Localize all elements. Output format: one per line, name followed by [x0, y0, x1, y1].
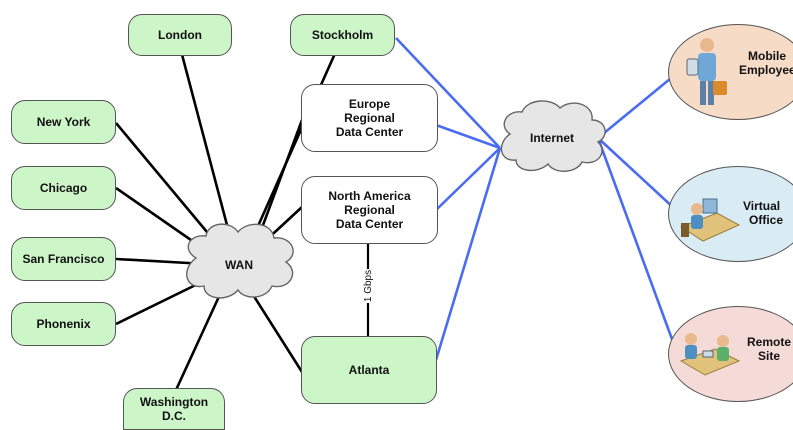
north-america-data-center[interactable]: North America Regional Data Center — [301, 176, 438, 244]
link-internet-mobile — [597, 72, 677, 140]
site-san-francisco-label: San Francisco — [22, 252, 105, 266]
internet-label: Internet — [529, 131, 574, 145]
virtual-office-icon — [679, 198, 741, 242]
site-washington-label-line1: Washington — [139, 395, 209, 409]
europe-dc-line1: Europe — [348, 97, 391, 111]
virtual-office-label: Virtual Office — [743, 199, 784, 227]
europe-dc-line3: Data Center — [335, 125, 404, 139]
link-europe-wan — [254, 119, 304, 245]
europe-data-center[interactable]: Europe Regional Data Center — [301, 84, 438, 152]
site-new-york[interactable]: New York — [11, 100, 116, 144]
site-washington-label-line2: D.C. — [162, 409, 186, 423]
site-stockholm[interactable]: Stockholm — [290, 14, 395, 56]
site-san-francisco[interactable]: San Francisco — [11, 237, 116, 281]
remote-site-icon — [679, 333, 741, 376]
wan-label: WAN — [225, 258, 253, 272]
link-speed-label: 1 Gbps — [363, 269, 375, 303]
link-newyork-wan — [115, 122, 223, 251]
link-internet-remote — [596, 137, 678, 351]
virtual-office-node[interactable]: Virtual Office — [668, 166, 793, 262]
internet-cloud — [500, 100, 606, 172]
site-london[interactable]: London — [128, 14, 232, 56]
site-stockholm-label: Stockholm — [311, 28, 374, 42]
site-london-label: London — [158, 28, 202, 42]
site-chicago-label: Chicago — [39, 181, 88, 195]
site-phoenix[interactable]: Phonenix — [11, 302, 116, 346]
site-atlanta[interactable]: Atlanta — [301, 336, 437, 404]
link-washington-wan — [174, 289, 224, 391]
site-chicago[interactable]: Chicago — [11, 166, 116, 210]
na-dc-line2: Regional — [344, 203, 395, 217]
mobile-employee-icon — [686, 38, 727, 105]
europe-dc-line2: Regional — [344, 111, 395, 125]
wan-links — [115, 46, 370, 391]
site-washington-dc[interactable]: Washington D.C. — [123, 388, 225, 430]
remote-site-label: Remote Site — [746, 335, 791, 363]
link-london-wan — [178, 46, 234, 245]
na-dc-line1: North America — [328, 189, 411, 203]
mobile-employee-node[interactable]: Mobile Employee — [668, 24, 793, 120]
remote-site-node[interactable]: Remote Site — [668, 306, 793, 402]
link-atlanta-internet — [434, 147, 502, 361]
link-stockholm-internet — [395, 37, 501, 149]
mobile-employee-label: Mobile Employee — [739, 49, 793, 77]
link-northamerica-internet — [435, 147, 501, 211]
site-new-york-label: New York — [36, 115, 91, 129]
wan-cloud — [186, 223, 294, 299]
site-phoenix-label: Phonenix — [36, 317, 91, 331]
na-dc-line3: Data Center — [335, 217, 404, 231]
link-internet-virtual — [597, 137, 677, 211]
link-atlanta-wan — [248, 289, 304, 373]
internet-links — [395, 37, 678, 361]
link-europe-internet — [435, 123, 501, 150]
site-atlanta-label: Atlanta — [348, 363, 390, 377]
